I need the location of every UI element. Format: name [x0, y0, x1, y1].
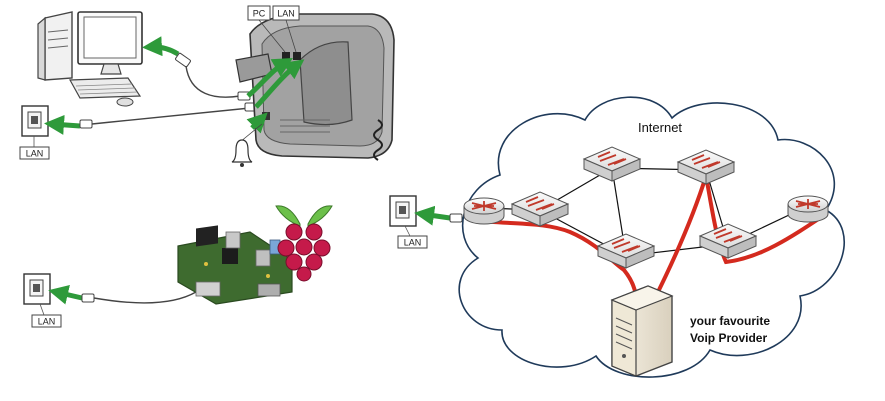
server-icon: [610, 285, 674, 377]
cable-wall-to-phone: [91, 107, 251, 125]
provider-label-line2: Voip Provider: [690, 331, 767, 345]
rj45-plug-icon: [81, 293, 95, 303]
pc-port-label: PC: [253, 9, 266, 19]
switch-icon: [510, 191, 570, 227]
raspberry-pi-board-icon: [177, 225, 293, 305]
provider-label-line1: your favourite: [690, 314, 770, 328]
wall-jack-top-label-box: [19, 146, 50, 160]
rj45-plug-icon: [79, 119, 93, 129]
computer-icon: [37, 11, 143, 107]
wall-jack-bottom-label: LAN: [38, 317, 56, 327]
wall-jack-icon: [21, 105, 49, 137]
switch-icon: [676, 149, 736, 185]
connect-arrow-internet-wall: [414, 205, 451, 226]
connect-arrow-phone-power: [246, 112, 268, 134]
router-icon: [463, 197, 505, 225]
connect-arrow-pc: [142, 36, 180, 57]
wall-jack-bottom-label-box: [31, 314, 62, 328]
connect-arrow-lan-wall: [44, 114, 81, 135]
switch-icon: [582, 146, 642, 182]
connect-arrow-phone-lan: [254, 59, 305, 109]
internet-cloud-icon: [458, 96, 845, 378]
connect-arrow-pi-wall: [48, 284, 83, 305]
bell-icon: [231, 123, 263, 167]
wall-jack-icon: [389, 195, 417, 227]
wall-jack-middle-label-box: [397, 235, 428, 249]
voip-phone-icon: [235, 13, 395, 161]
router-icon: [787, 195, 829, 223]
lan-port-label: LAN: [277, 9, 295, 19]
rj45-plug-icon: [449, 213, 463, 223]
raspberry-logo-icon: [275, 205, 333, 282]
rj45-plug-icon: [175, 52, 191, 68]
cable-pc-to-phone: [185, 65, 241, 98]
internet-label: Internet: [638, 120, 682, 135]
wall-jack-middle-label: LAN: [404, 238, 422, 248]
cable-wall-to-pi: [93, 291, 197, 304]
switch-icon: [596, 233, 656, 269]
wall-jack-top-label: LAN: [26, 149, 44, 159]
switch-icon: [698, 223, 758, 259]
wall-jack-icon: [23, 273, 51, 305]
